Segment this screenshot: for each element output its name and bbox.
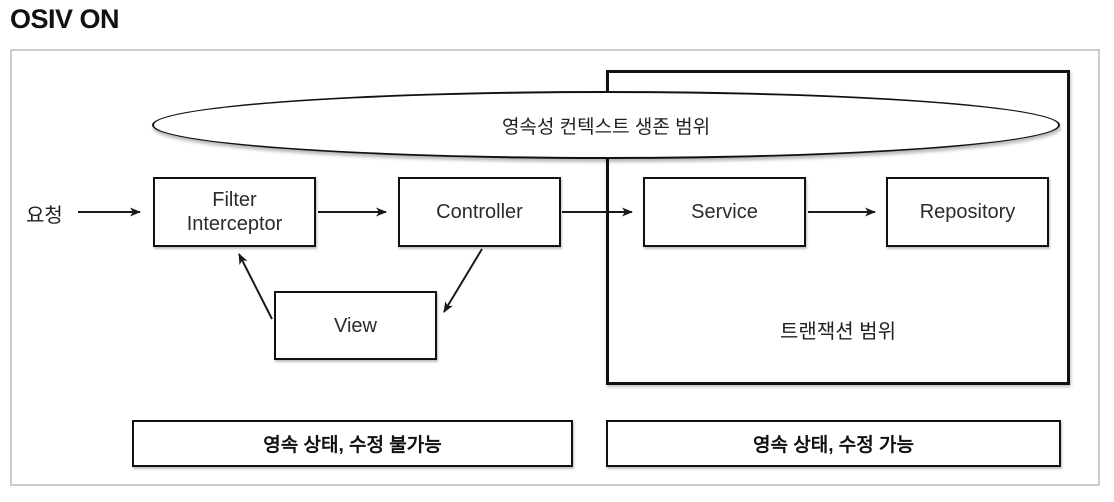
footer-right-label: 영속 상태, 수정 가능 (753, 435, 914, 456)
filter-label-line1: Filter (212, 189, 257, 211)
view-label: View (334, 314, 377, 337)
page-title: OSIV ON (10, 4, 120, 34)
footer-right-box: 영속 상태, 수정 가능 (606, 420, 1061, 467)
service-label: Service (691, 201, 758, 223)
footer-left-label: 영속 상태, 수정 불가능 (263, 435, 442, 456)
box-view: View (274, 291, 437, 360)
repository-label: Repository (919, 201, 1016, 223)
transaction-scope-label: 트랜잭션 범위 (780, 321, 896, 343)
persistence-context-label: 영속성 컨텍스트 생존 범위 (501, 116, 711, 138)
persistence-context-ellipse: 영속성 컨텍스트 생존 범위 (152, 91, 1060, 159)
box-filter-interceptor: Filter Interceptor (153, 177, 316, 247)
footer-left-box: 영속 상태, 수정 불가능 (132, 420, 573, 467)
box-repository: Repository (886, 177, 1049, 247)
box-controller: Controller (398, 177, 561, 247)
controller-label: Controller (436, 201, 523, 223)
request-label: 요청 (26, 205, 63, 227)
box-service: Service (643, 177, 806, 247)
filter-label-line2: Interceptor (186, 213, 283, 235)
